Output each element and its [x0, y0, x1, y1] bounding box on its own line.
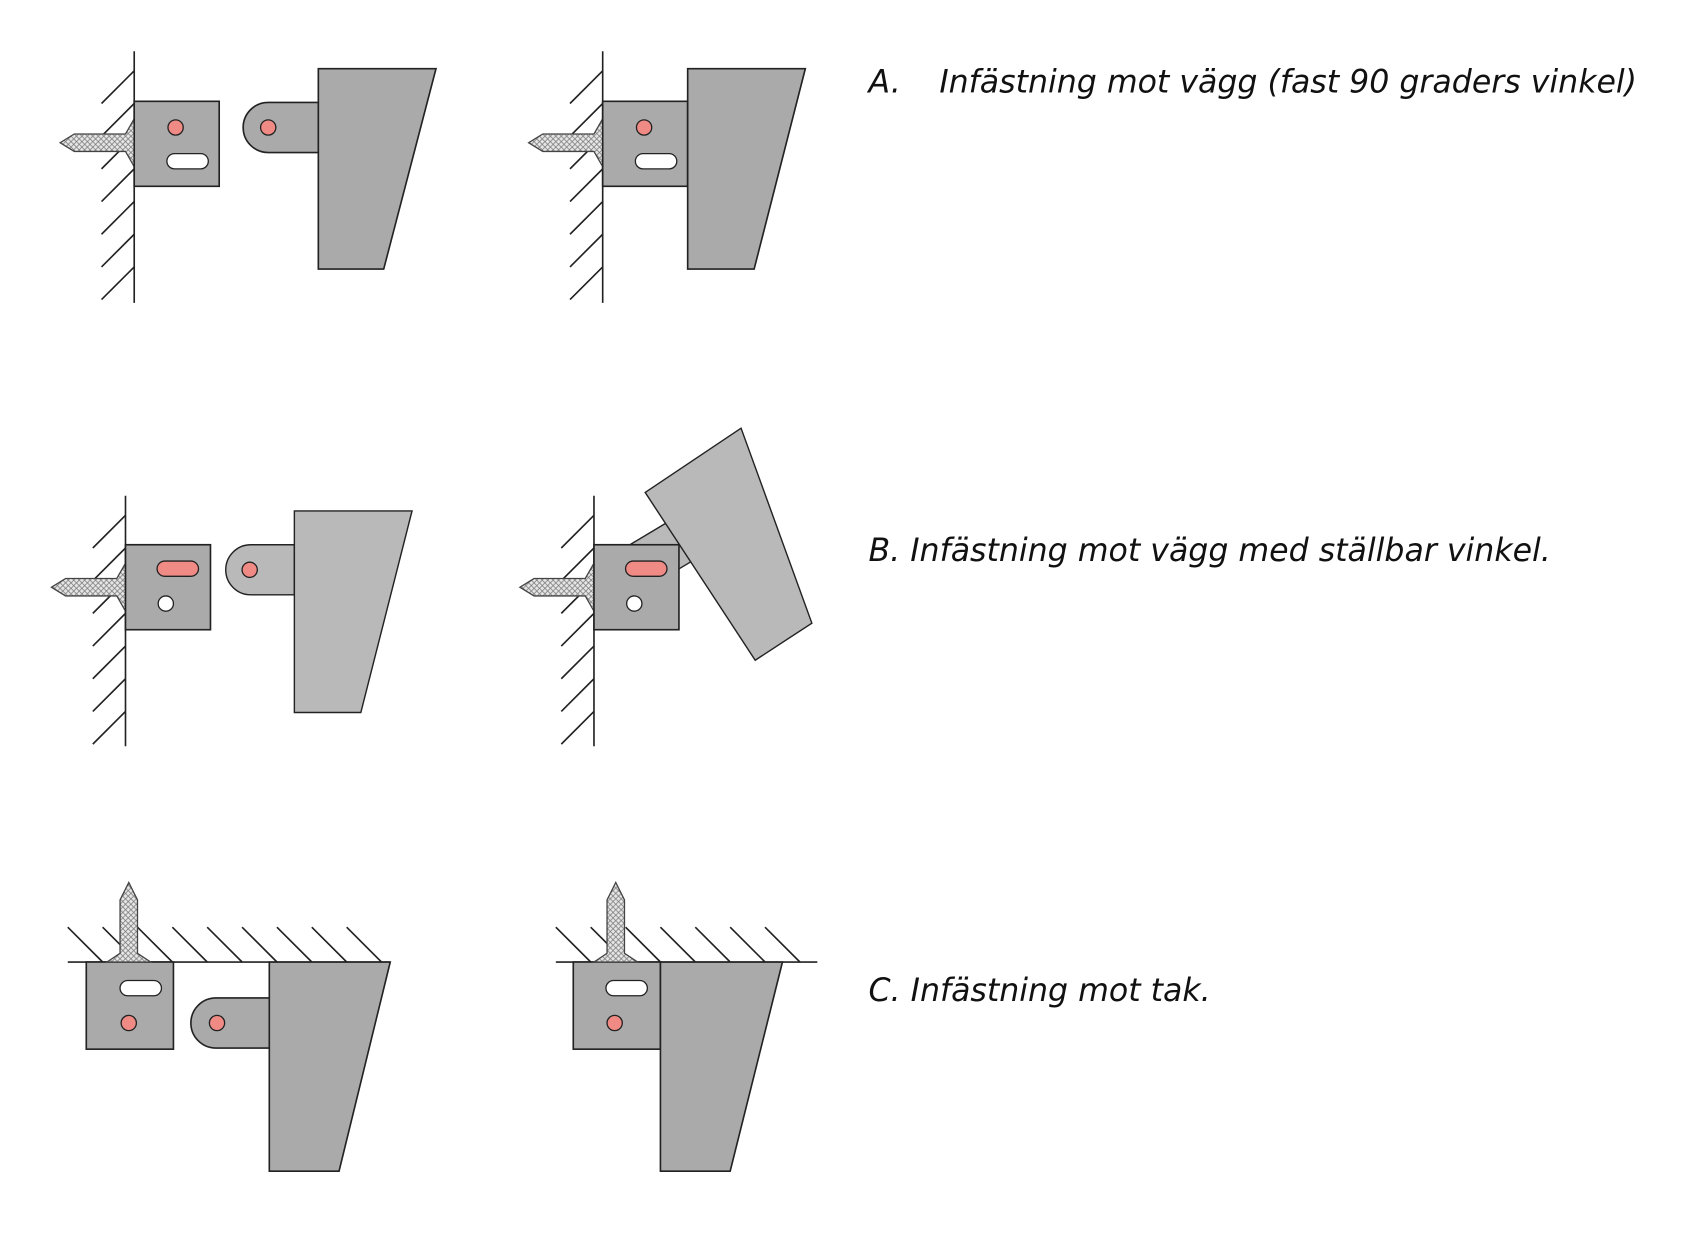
figure-b-exploded — [50, 495, 413, 747]
pin-dot — [635, 119, 653, 136]
figure-c-assembled — [555, 881, 818, 1173]
hole-dot — [626, 595, 643, 612]
wall-hatch — [100, 70, 135, 105]
wall-hatch — [92, 612, 127, 647]
ceiling-hatch — [694, 926, 731, 963]
caption-a: Infästning mot vägg (fast 90 graders vin… — [939, 65, 1637, 101]
wall-hatch — [100, 168, 135, 203]
screw-icon — [58, 116, 135, 170]
screw-icon — [591, 881, 640, 963]
caption-c: C. Infästning mot tak. — [869, 973, 1211, 1009]
wall-hatch — [560, 612, 595, 647]
wall-hatch — [569, 266, 604, 301]
wall-hatch — [92, 678, 127, 713]
wall-hatch — [100, 102, 135, 137]
wall-hatch — [560, 547, 595, 582]
ceiling-hatch — [206, 926, 243, 963]
furniture-leg — [659, 961, 784, 1173]
mounting-bracket — [601, 100, 689, 188]
caption-a-letter: A. — [867, 65, 901, 101]
figure-b-angled — [518, 427, 813, 747]
wall-hatch — [569, 102, 604, 137]
furniture-leg — [644, 427, 813, 662]
leg-tab — [190, 997, 271, 1049]
mounting-bracket — [133, 100, 221, 188]
wall-hatch — [560, 514, 595, 549]
ceiling-hatch — [241, 926, 278, 963]
pin-dot — [606, 1014, 623, 1032]
figure-a-assembled — [527, 51, 807, 303]
furniture-leg — [268, 961, 392, 1173]
furniture-leg — [293, 510, 413, 714]
mounting-bracket — [593, 543, 680, 631]
mounting-bracket — [124, 543, 212, 631]
hole-dot — [157, 595, 175, 612]
furniture-leg — [317, 67, 438, 270]
pin-dot — [259, 119, 277, 136]
caption-b: B. Infästning mot vägg med ställbar vink… — [869, 533, 1551, 569]
wall-hatch — [100, 200, 135, 235]
slot-hole — [634, 152, 678, 170]
ceiling-hatch — [311, 926, 348, 963]
furniture-leg — [686, 67, 807, 270]
wall-hatch — [569, 168, 604, 203]
wall-hatch — [569, 70, 604, 105]
ceiling-hatch — [136, 926, 173, 963]
wall-hatch — [560, 710, 595, 745]
pin-dot — [167, 119, 184, 136]
ceiling-hatch — [346, 926, 383, 963]
figure-c-exploded — [67, 881, 392, 1173]
wall-hatch — [92, 645, 127, 680]
ceiling-hatch — [276, 926, 313, 963]
ceiling-hatch — [67, 926, 104, 963]
ceiling-hatch — [171, 926, 208, 963]
wall-hatch — [560, 645, 595, 680]
screw-icon — [527, 116, 604, 170]
ceiling-hatch — [764, 926, 801, 963]
wall-hatch — [92, 547, 127, 582]
ceiling-hatch — [624, 926, 662, 963]
slot-hole — [119, 979, 163, 997]
screw-icon — [104, 881, 153, 963]
wall-hatch — [92, 710, 127, 745]
adjust-slot — [624, 560, 668, 577]
screw-icon — [518, 560, 595, 614]
slot-hole — [605, 979, 649, 997]
pin-dot — [241, 561, 258, 579]
wall-hatch — [100, 266, 135, 301]
pin-dot — [208, 1014, 226, 1032]
wall-hatch — [569, 200, 604, 235]
ceiling-hatch — [659, 926, 696, 963]
ceiling-hatch — [729, 926, 766, 963]
leg-tab — [242, 101, 320, 154]
wall-hatch — [92, 514, 127, 549]
wall-hatch — [560, 678, 595, 713]
figure-a-exploded — [58, 51, 438, 303]
adjust-slot — [156, 560, 200, 577]
mounting-bracket — [85, 961, 175, 1050]
leg-tab — [225, 544, 296, 596]
wall-hatch — [569, 233, 604, 268]
mounting-bracket — [572, 961, 662, 1050]
pin-dot — [120, 1014, 138, 1032]
wall-hatch — [100, 233, 135, 268]
screw-icon — [50, 560, 127, 614]
ceiling-hatch — [555, 926, 592, 963]
slot-hole — [166, 152, 209, 170]
